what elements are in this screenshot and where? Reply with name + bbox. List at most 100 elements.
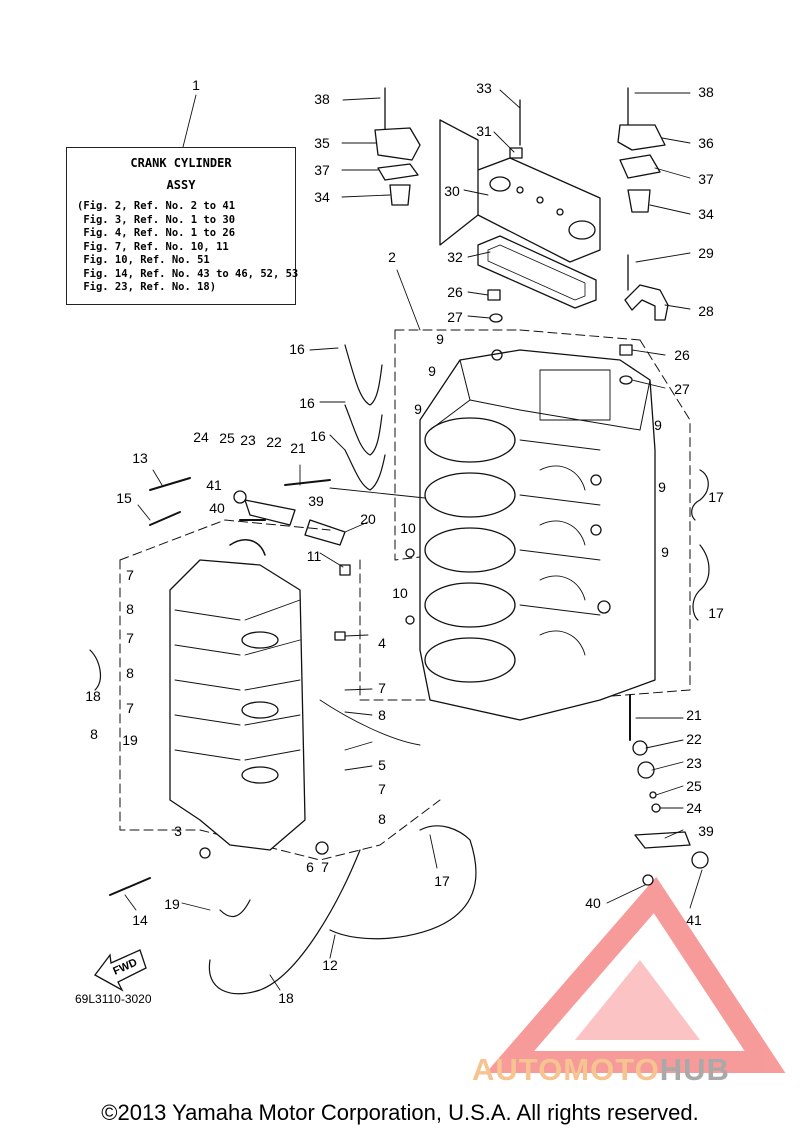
callout-number: 17 [708, 489, 724, 505]
callout-number: 38 [698, 84, 714, 100]
callout-number: 41 [686, 912, 702, 928]
callout-number: 6 [306, 859, 314, 875]
copyright-notice: ©2013 Yamaha Motor Corporation, U.S.A. A… [101, 1100, 699, 1125]
callout-number: 5 [378, 757, 386, 773]
callout-number: 9 [428, 363, 436, 379]
bracket-28 [624, 284, 669, 321]
legend-title-line1: CRANK CYLINDER [130, 156, 232, 170]
legend-references: (Fig. 2, Ref. No. 2 to 41 Fig. 3, Ref. N… [77, 200, 298, 295]
callout-number: 40 [209, 500, 225, 516]
legend-box: CRANK CYLINDER ASSY (Fig. 2, Ref. No. 2 … [66, 147, 298, 305]
legend-line: Fig. 3, Ref. No. 1 to 30 [77, 213, 236, 226]
callout-number: 27 [674, 381, 690, 397]
callout-number: 16 [310, 428, 326, 444]
legend-line: Fig. 10, Ref. No. 51 [77, 254, 210, 266]
callout-number: 32 [447, 249, 463, 265]
callout-number: 22 [266, 434, 282, 450]
callout-number: 18 [85, 688, 101, 704]
callout-number: 37 [698, 171, 714, 187]
callout-number: 2 [388, 249, 396, 265]
callout-number: 20 [360, 511, 376, 527]
callout-number: 9 [661, 544, 669, 560]
upper-small-parts [374, 87, 666, 385]
callout-number: 9 [436, 331, 444, 347]
callout-number: 26 [447, 284, 463, 300]
legend-line: Fig. 14, Ref. No. 43 to 46, 52, 53 [77, 267, 299, 280]
legend-line: (Fig. 2, Ref. No. 2 to 41 [77, 200, 236, 212]
watermark-brand-part1: AUTOMOTO [472, 1052, 660, 1087]
callout-number: 8 [378, 811, 386, 827]
callout-number: 9 [658, 479, 666, 495]
callout-number: 8 [126, 601, 134, 617]
callout-number: 19 [164, 896, 180, 912]
callout-number: 31 [476, 123, 492, 139]
callout-number: 9 [414, 401, 422, 417]
crankcase [169, 539, 306, 851]
callout-number: 3 [174, 823, 182, 839]
callout-number: 15 [116, 490, 132, 506]
callout-number: 10 [400, 520, 416, 536]
callout-number: 23 [686, 755, 702, 771]
legend-line: Fig. 4, Ref. No. 1 to 26 [77, 227, 236, 239]
cylinder-cover-30 [439, 119, 601, 263]
callout-number: 39 [308, 493, 324, 509]
legend-line: Fig. 23, Ref. No. 18) [77, 281, 217, 293]
callout-number: 12 [322, 957, 338, 973]
callout-number: 34 [314, 189, 330, 205]
callout-number: 7 [321, 859, 329, 875]
callout-number: 8 [126, 665, 134, 681]
callout-number: 21 [290, 440, 306, 456]
callout-number: 22 [686, 731, 702, 747]
callout-number: 39 [698, 823, 714, 839]
hoses [89, 344, 710, 995]
callout-number: 25 [686, 778, 702, 794]
watermark-brand: AUTOMOTOHUB [472, 1052, 730, 1088]
callout-number: 26 [674, 347, 690, 363]
callout-number: 41 [206, 477, 222, 493]
callout-number: 19 [122, 732, 138, 748]
callout-number: 25 [219, 430, 235, 446]
callout-number: 7 [126, 700, 134, 716]
callout-number: 38 [314, 91, 330, 107]
cylinder-block-2 [419, 349, 656, 721]
callout-number: 17 [434, 873, 450, 889]
callout-number: 10 [392, 585, 408, 601]
callout-number: 17 [708, 605, 724, 621]
callout-number: 29 [698, 245, 714, 261]
callout-number: 4 [378, 635, 386, 651]
callout-number: 18 [278, 990, 294, 1006]
callout-number: 8 [90, 726, 98, 742]
fittings-and-bolts [109, 477, 709, 896]
legend-line: Fig. 7, Ref. No. 10, 11 [77, 240, 229, 253]
callout-number: 23 [240, 432, 256, 448]
callout-number: 24 [686, 800, 702, 816]
callout-number: 13 [132, 450, 148, 466]
callout-number: 9 [654, 417, 662, 433]
callout-number: 21 [686, 707, 702, 723]
callout-number: 37 [314, 162, 330, 178]
callout-number: 8 [378, 707, 386, 723]
callout-number: 7 [126, 567, 134, 583]
callout-number: 24 [193, 429, 209, 445]
callout-number: 7 [126, 630, 134, 646]
diagram-code: 69L3110-3020 [75, 992, 152, 1006]
callout-number: 7 [378, 680, 386, 696]
callout-number: 36 [698, 135, 714, 151]
fwd-arrow: FWD [94, 949, 147, 992]
legend-title-line2: ASSY [166, 178, 196, 192]
watermark-logo [485, 876, 786, 1073]
callout-number: 1 [192, 77, 200, 93]
callout-number: 16 [299, 395, 315, 411]
callout-number: 35 [314, 135, 330, 151]
callout-number: 30 [444, 183, 460, 199]
callout-number: 34 [698, 206, 714, 222]
callout-number: 16 [289, 341, 305, 357]
leader-lines [124, 89, 703, 991]
callout-number: 28 [698, 303, 714, 319]
callout-number: 27 [447, 309, 463, 325]
gasket-32 [477, 235, 597, 309]
callout-number: 11 [307, 548, 322, 564]
callout-number: 7 [378, 781, 386, 797]
